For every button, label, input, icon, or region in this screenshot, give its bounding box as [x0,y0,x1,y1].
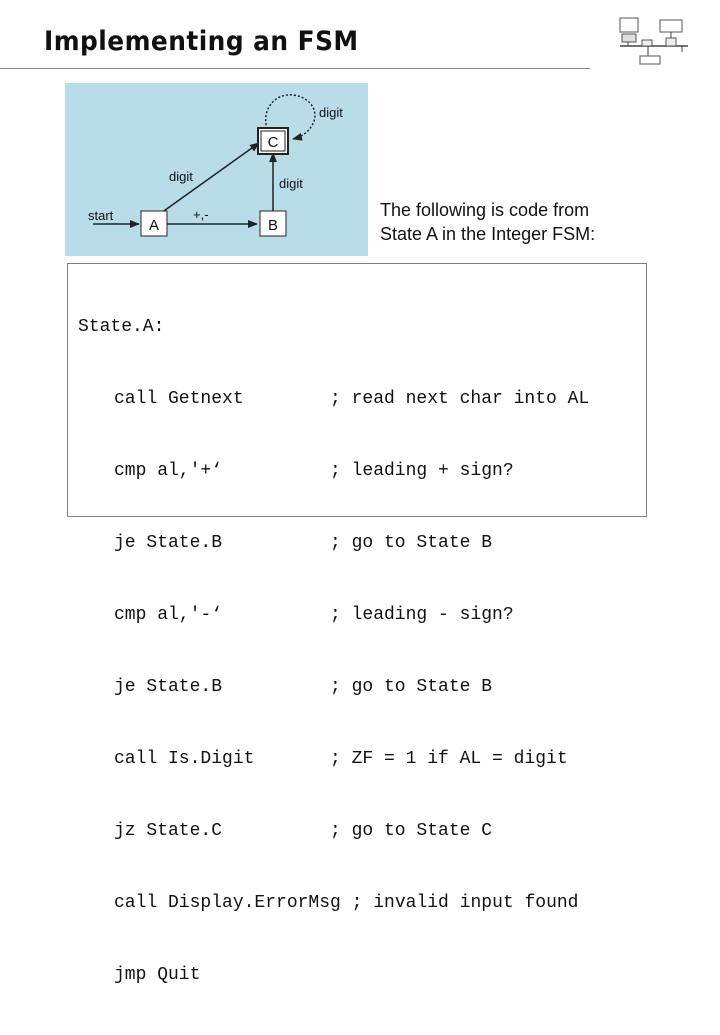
code-line: cmp al,'+‘ ; leading + sign? [78,459,589,483]
code-instr: je State.B [114,677,223,697]
code-instr: je State.B [114,533,223,553]
code-comment: ; leading - sign? [330,605,514,625]
code-comment: ; go to State B [330,677,493,697]
state-a [140,210,168,237]
state-c-inner [260,130,286,152]
code-block: State.A: call Getnext ; read next char in… [78,267,589,1035]
code-comment: ; leading + sign? [330,461,514,481]
code-line: je State.B ; go to State B [78,675,589,699]
code-instr: jz State.C [114,821,223,841]
b-to-c-label: digit [279,176,303,191]
slide-title: Implementing an FSM [44,26,359,57]
code-comment: ; go to State C [330,821,493,841]
code-line: je State.B ; go to State B [78,531,589,555]
start-label: start [88,208,114,223]
code-comment: ; invalid input found [340,893,579,913]
state-a-label: A [149,217,159,234]
state-b-label: B [268,217,278,234]
code-listing: State.A: call Getnext ; read next char in… [67,263,647,985]
state-c-label: C [268,134,279,151]
code-line: call Is.Digit ; ZF = 1 if AL = digit [78,747,589,771]
code-comment: ; read next char into AL [330,389,590,409]
code-comment: ; ZF = 1 if AL = digit [330,749,568,769]
c-loop-label: digit [319,105,343,120]
code-label: State.A: [78,317,165,337]
transition-a-c [160,142,260,214]
state-b [259,210,287,237]
fsm-diagram: A B C start +,- digit digit digit [65,83,368,256]
code-line: jz State.C ; go to State C [78,819,589,843]
fsm-diagram-svg: A B C start +,- digit digit digit [88,94,343,237]
code-comment: ; go to State B [330,533,493,553]
code-instr: jmp Quit [114,965,201,985]
a-to-b-label: +,- [193,207,209,222]
title-divider [0,68,590,69]
network-diagram-logo-icon [619,17,688,65]
code-instr: call Is.Digit [114,749,255,769]
a-to-c-label: digit [169,169,193,184]
code-instr: cmp al,'+‘ [114,461,223,481]
code-instr: call Getnext [114,389,244,409]
code-line: call Display.ErrorMsg ; invalid input fo… [78,891,589,915]
code-caption: The following is code from State A in th… [380,198,680,246]
code-instr: call Display.ErrorMsg [114,893,341,913]
code-instr: cmp al,'-‘ [114,605,223,625]
code-line: call Getnext ; read next char into AL [78,387,589,411]
caption-line-1: The following is code from [380,200,590,220]
code-line: cmp al,'-‘ ; leading - sign? [78,603,589,627]
caption-line-2: State A in the Integer FSM: [380,224,596,244]
code-line: jmp Quit [78,963,589,987]
